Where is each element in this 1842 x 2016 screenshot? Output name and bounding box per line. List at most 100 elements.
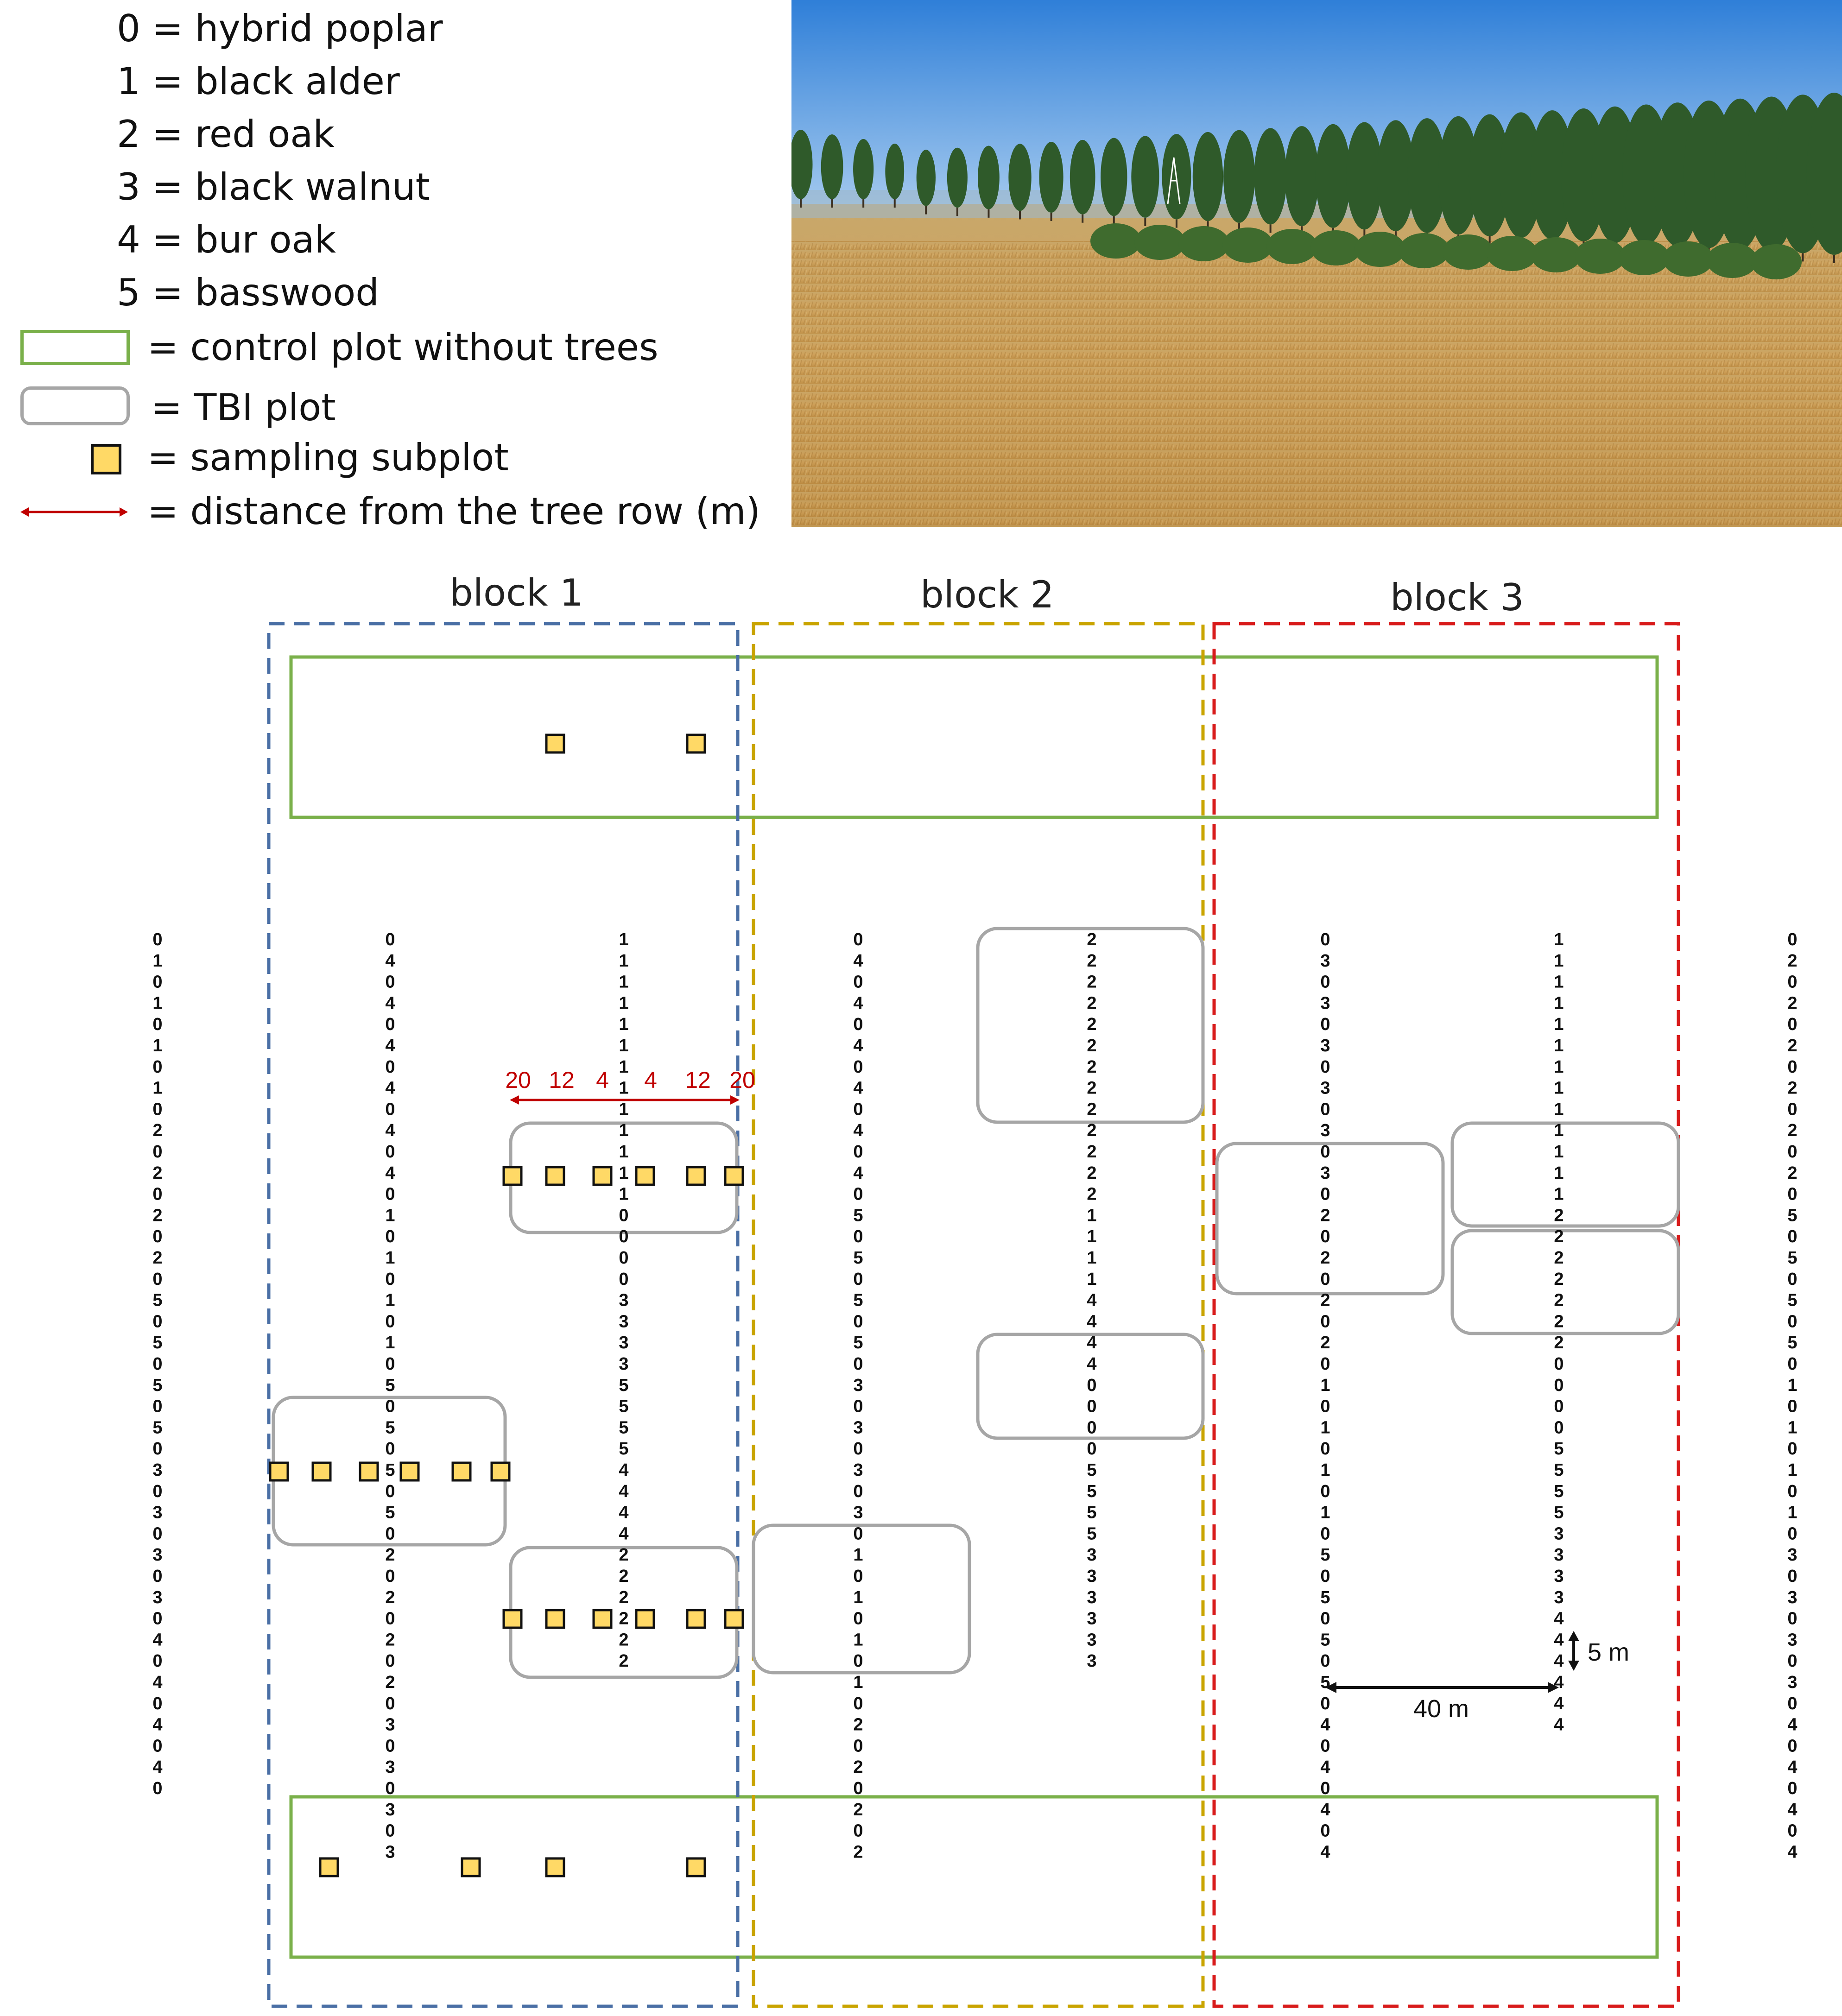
tree-code: 0 [1087,1418,1096,1437]
block-1-label: block 1 [449,571,583,614]
tree-code: 1 [1787,1503,1797,1523]
tree-code: 2 [1087,1163,1096,1183]
tree-code: 0 [385,1270,395,1289]
tree-code: 3 [385,1757,395,1777]
tree-code: 1 [619,993,628,1013]
tree-code: 3 [1554,1545,1563,1565]
tree-code: 0 [853,1567,863,1586]
tree-code: 0 [385,1142,395,1162]
tree-code: 5 [1787,1291,1797,1310]
tree-code: 0 [853,1142,863,1162]
tree-code: 1 [1787,1376,1797,1395]
understory-tree [1751,244,1802,279]
sampling-subplot [686,1609,706,1629]
tree-code: 3 [152,1545,162,1565]
tree-code: 1 [1554,993,1563,1013]
poplar-tree [1407,118,1447,233]
tree-code: 4 [152,1757,162,1777]
tree-code: 1 [152,1079,162,1098]
tree-code: 4 [1787,1715,1797,1735]
understory-tree [1222,228,1273,263]
tree-code: 2 [619,1588,628,1607]
tree-code: 2 [619,1609,628,1629]
understory-tree [1443,234,1494,270]
tree-code: 3 [1087,1567,1096,1586]
tree-code: 3 [1087,1630,1096,1649]
tree-code: 1 [1554,930,1563,949]
tree-code: 1 [853,1588,863,1607]
tree-code: 0 [385,1482,395,1501]
row-spacing-label: 40 m [1413,1695,1469,1723]
tree-code: 1 [1087,1227,1096,1246]
tree-code: 0 [1320,1482,1330,1501]
tree-code: 1 [619,1185,628,1204]
legend-species-3: 3 = black walnut [117,165,430,209]
tree-code: 2 [1087,993,1096,1013]
sampling-subplot [490,1461,511,1482]
tree-code: 0 [385,1227,395,1246]
tree-code: 0 [1787,1100,1797,1119]
tree-code: 0 [853,1312,863,1331]
tree-code: 0 [152,1185,162,1204]
tree-code: 2 [619,1630,628,1649]
tree-code: 0 [853,1057,863,1077]
poplar-tree [1223,130,1255,223]
tree-code: 2 [1087,1185,1096,1204]
tree-code: 0 [1320,1779,1330,1798]
tree-code: 2 [1087,1121,1096,1140]
tree-code: 5 [152,1376,162,1395]
tree-code: 0 [1787,1609,1797,1629]
legend-species-5: 5 = basswood [117,271,380,314]
tree-row-1: 0101010102020202050505050303030304040404… [152,930,162,1798]
tree-code: 0 [1787,1397,1797,1416]
tree-code: 0 [619,1227,628,1246]
sampling-subplot [545,1166,565,1186]
tree-code: 0 [1320,1312,1330,1331]
legend-species-1: 1 = black alder [117,60,400,103]
tree-code: 5 [1087,1503,1096,1523]
tree-code: 5 [1320,1630,1330,1649]
understory-tree [1178,226,1229,261]
tree-code: 3 [152,1503,162,1523]
poplar-tree [1806,93,1842,255]
tree-code: 5 [385,1460,395,1480]
tree-code: 1 [853,1545,863,1565]
poplar-tree [1530,110,1575,240]
tree-code: 3 [385,1842,395,1862]
tree-code: 4 [1087,1333,1096,1352]
tree-code: 0 [1320,1609,1330,1629]
sampling-subplot [502,1609,523,1629]
poplar-tree [791,130,813,199]
tree-code: 0 [1320,1567,1330,1586]
tree-code: 2 [1787,1121,1797,1140]
tree-code: 0 [385,973,395,992]
sampling-subplot [399,1461,420,1482]
tree-code: 1 [1554,1036,1563,1055]
tree-code: 3 [1320,951,1330,971]
tree-code: 2 [853,1842,863,1862]
tree-code: 0 [853,1694,863,1713]
tree-code: 0 [1320,1821,1330,1841]
tree-code: 2 [152,1206,162,1225]
tree-code: 3 [1554,1588,1563,1607]
tree-code: 0 [1787,930,1797,949]
tbi-plot-9 [1450,1229,1680,1335]
tree-code: 2 [1554,1333,1563,1352]
tree-code: 0 [385,1354,395,1374]
tree-code: 0 [1787,1482,1797,1501]
tree-code: 5 [1787,1206,1797,1225]
tree-code: 0 [619,1270,628,1289]
tree-code: 5 [1554,1503,1563,1523]
tree-code: 4 [1320,1800,1330,1820]
block-2-frame [752,622,1205,2008]
tree-spacing-up-icon [1568,1631,1579,1641]
tree-code: 2 [1087,1142,1096,1162]
tree-code: 2 [1787,1036,1797,1055]
tree-code: 2 [1087,1036,1096,1055]
tree-code: 2 [385,1673,395,1692]
tree-code: 4 [853,1121,863,1140]
tree-code: 5 [619,1397,628,1416]
tree-row-2: 0404040404040101010105050505020202020303… [385,930,395,1862]
legend-species-0: 0 = hybrid poplar [117,7,443,50]
